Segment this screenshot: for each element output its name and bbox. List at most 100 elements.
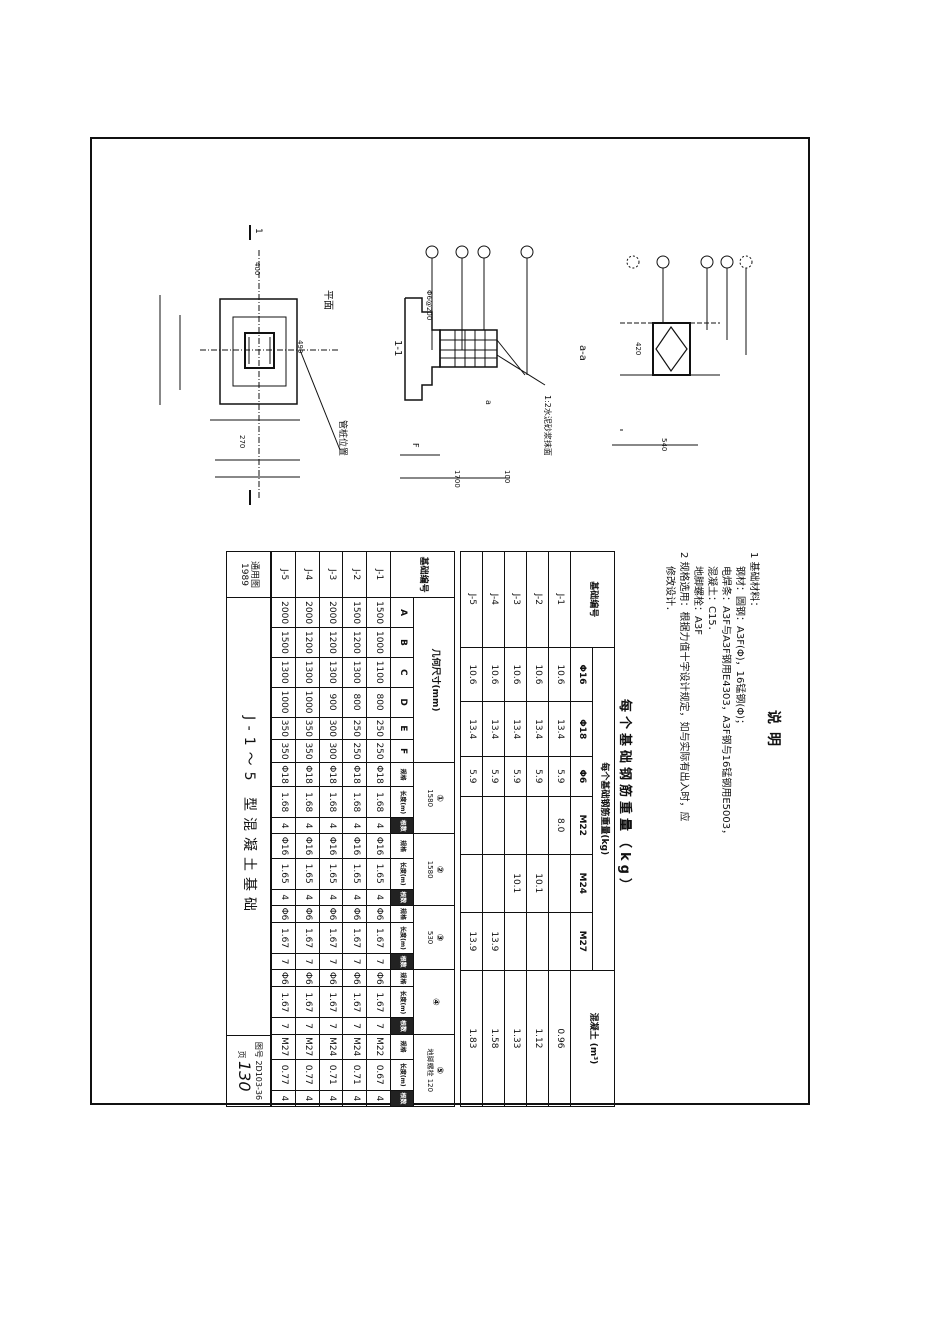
geom-cell: 1100 xyxy=(366,657,391,688)
bar-cell: 1.67 xyxy=(271,922,296,954)
bar-cell: 4 xyxy=(295,889,320,906)
weight-cell xyxy=(460,854,483,913)
note-line: 修改设计． xyxy=(664,566,675,616)
sub-col-header: 根数 xyxy=(390,1090,414,1107)
bar-cell: M24 xyxy=(342,1034,367,1060)
col-header: M24 xyxy=(570,854,593,913)
bar-cell: 1.68 xyxy=(342,786,367,818)
geom-cell: 1500 xyxy=(342,597,367,628)
sub-col-header: 长度(m) xyxy=(390,1059,414,1091)
weight-cell: 13.4 xyxy=(548,701,571,757)
weight-cell: 10.6 xyxy=(526,647,549,702)
bar-cell: 4 xyxy=(342,1090,367,1107)
sub-col-header: 长度(m) xyxy=(390,986,414,1018)
geom-cell: 1200 xyxy=(342,627,367,658)
weight-cell: 5.9 xyxy=(504,756,527,797)
geom-cell: 1300 xyxy=(295,657,320,688)
weight-cell: 5.9 xyxy=(482,756,505,797)
row-id: J-4 xyxy=(482,551,505,648)
geom-cell: 250 xyxy=(366,739,391,763)
bar-cell: 4 xyxy=(295,817,320,834)
drawing-no-label: 图号 xyxy=(253,1041,263,1058)
bar-marker: ② xyxy=(434,865,445,874)
geom-col-header: A xyxy=(390,597,414,628)
geom-col-header: E xyxy=(390,717,414,740)
bar-cell: 4 xyxy=(295,1090,320,1107)
bar-cell: Φ16 xyxy=(366,833,391,859)
sub-col-header: 规格 xyxy=(390,833,414,859)
bar-cell: 4 xyxy=(342,889,367,906)
bar-cell: 1.68 xyxy=(319,786,343,818)
geom-cell: 300 xyxy=(319,717,343,740)
geom-col-header: C xyxy=(390,657,414,688)
geom-cell: 250 xyxy=(366,717,391,740)
sub-col-header: 长度(m) xyxy=(390,786,414,818)
bar-marker: ③ xyxy=(434,933,445,942)
bar-cell: Φ18 xyxy=(319,762,343,787)
bar-cell: 1.67 xyxy=(366,922,391,954)
bar-cell: 4 xyxy=(366,817,391,834)
geom-cell: 250 xyxy=(342,739,367,763)
geom-cell: 2000 xyxy=(271,597,296,628)
bar-cell: 0.77 xyxy=(295,1059,320,1091)
bar-cell: Φ6 xyxy=(366,969,391,987)
bar-cell: Φ16 xyxy=(342,833,367,859)
note-line: 2 规格选用：根据力值十字设计规定，如与实际有出入时，应 xyxy=(678,552,689,822)
weight-cell: 10.6 xyxy=(504,647,527,702)
weight-cell: 5.9 xyxy=(526,756,549,797)
bar-cell: 4 xyxy=(366,889,391,906)
bar-cell: Φ6 xyxy=(271,969,296,987)
geom-cell: 2000 xyxy=(295,597,320,628)
col-header-weight: 每个基础钢筋重量(kg) xyxy=(592,647,615,971)
sub-col-header: 根数 xyxy=(390,817,414,834)
note-line: 1 基础材料： xyxy=(748,552,759,612)
bar-cell: 1.67 xyxy=(342,986,367,1018)
bar-cell: 4 xyxy=(366,1090,391,1107)
col-header-id: 基础编号 xyxy=(570,551,615,648)
weight-cell: 8.0 xyxy=(548,796,571,855)
bar-cell: Φ18 xyxy=(342,762,367,787)
weight-cell: 10.1 xyxy=(526,854,549,913)
page-label: 页 xyxy=(236,1050,246,1059)
notes: 说明 1 基础材料： 钢材：圆钢：A3F(Φ)，16锰钢(Φ)； 电焊条：A3F… xyxy=(662,552,781,1092)
bar-cell: 7 xyxy=(295,953,320,970)
weight-cell: 13.4 xyxy=(460,701,483,757)
bar-cell: 0.67 xyxy=(366,1059,391,1091)
geom-col-header: F xyxy=(390,739,414,763)
geom-cell: 1000 xyxy=(366,627,391,658)
note-line: 电焊条：A3F与A3F钢用E4303，A3F钢与16锰钢用E5003， xyxy=(720,566,731,840)
row-id: J-2 xyxy=(342,551,367,598)
col-header: Φ6 xyxy=(570,756,593,797)
bar-cell: 1.68 xyxy=(271,786,296,818)
bar-cell: M27 xyxy=(295,1034,320,1060)
row-id: J-4 xyxy=(295,551,320,598)
geom-cell: 1300 xyxy=(319,657,343,688)
bar-cell: 4 xyxy=(319,1090,343,1107)
note-line: 地脚螺栓：A3F xyxy=(692,566,703,635)
concrete-cell: 0.96 xyxy=(548,970,571,1107)
geom-cell: 1000 xyxy=(271,687,296,717)
row-id: J-3 xyxy=(319,551,343,598)
bar-cell: M27 xyxy=(271,1034,296,1060)
weight-cell xyxy=(482,796,505,855)
col-header-concrete: 混凝土 (m³) xyxy=(570,970,615,1107)
bar-cell: M24 xyxy=(319,1034,343,1060)
dim-420: 420 xyxy=(634,342,642,355)
col-header-id: 基础编号 xyxy=(390,551,455,598)
col-header: Φ18 xyxy=(570,701,593,757)
geom-cell: 250 xyxy=(342,717,367,740)
geom-cell: 1000 xyxy=(295,687,320,717)
weight-cell: 10.6 xyxy=(548,647,571,702)
geom-cell: 1200 xyxy=(295,627,320,658)
bar-cell: Φ18 xyxy=(366,762,391,787)
sub-col-header: 长度(m) xyxy=(390,858,414,890)
